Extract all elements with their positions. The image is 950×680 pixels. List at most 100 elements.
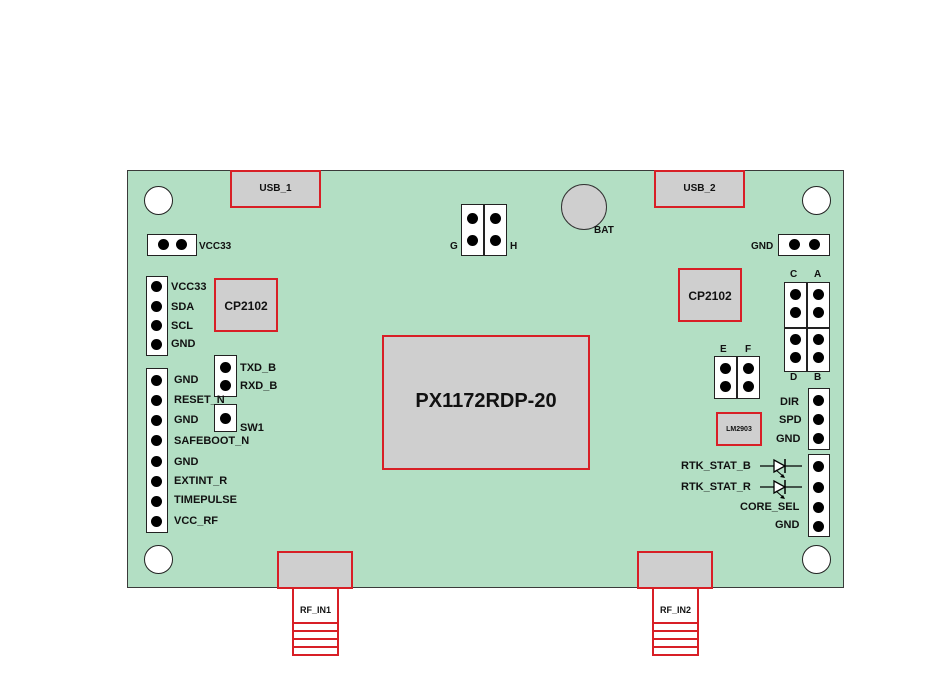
jumper-h-label: H (510, 242, 517, 252)
status-pin-label: RTK_STAT_B (681, 461, 751, 472)
pin (790, 307, 801, 318)
i2c-pin-label: GND (171, 339, 195, 350)
pin (220, 380, 231, 391)
pin (151, 320, 162, 331)
pin (151, 415, 162, 426)
rf-in2-line (652, 646, 699, 648)
pin (151, 395, 162, 406)
pin (790, 289, 801, 300)
mounting-hole-top-right (802, 186, 831, 215)
status-pin-label: GND (775, 520, 799, 531)
pin (813, 334, 824, 345)
rf-in2-connector (637, 551, 713, 589)
io-pin-label: GND (174, 415, 198, 426)
rf-in1-line (292, 638, 339, 640)
rf-in1-line (292, 646, 339, 648)
pin (151, 375, 162, 386)
uart-pin-label: RXD_B (240, 381, 277, 392)
pin (467, 235, 478, 246)
jumper-f-label: F (745, 345, 751, 355)
jumper-e-label: E (720, 345, 727, 355)
i2c-pin-label: SDA (171, 302, 194, 313)
pin (176, 239, 187, 250)
pin (220, 362, 231, 373)
pin (813, 433, 824, 444)
pin (813, 307, 824, 318)
pin (809, 239, 820, 250)
jumper-g-label: G (450, 242, 458, 252)
pin (490, 213, 501, 224)
rf-in1-label: RF_IN1 (292, 606, 339, 615)
vcc33-header-label: VCC33 (199, 242, 231, 252)
io-header (146, 368, 168, 533)
pin (790, 334, 801, 345)
io-pin-label: GND (174, 457, 198, 468)
jumper-abcd-hdivider (785, 327, 829, 329)
io-pin-label: TIMEPULSE (174, 495, 237, 506)
pin (790, 352, 801, 363)
pin (813, 502, 824, 513)
pin (151, 516, 162, 527)
pin (158, 239, 169, 250)
pin (151, 496, 162, 507)
rf-in2-line (652, 622, 699, 624)
jumper-c-label: C (790, 270, 797, 280)
rf-in1-line (292, 622, 339, 624)
vcc33-header (147, 234, 197, 256)
jumper-gh-divider (483, 205, 485, 255)
rf-in2-line (652, 654, 699, 656)
pin (720, 363, 731, 374)
switch-sw1 (214, 404, 237, 432)
battery-label: BAT (594, 226, 614, 236)
pin (743, 363, 754, 374)
switch-sw1-label: SW1 (240, 423, 264, 434)
io-pin-label: EXTINT_R (174, 476, 227, 487)
rf-in1-line (292, 654, 339, 656)
jumper-ef (714, 356, 760, 399)
battery-holder (561, 184, 607, 230)
pin (743, 381, 754, 392)
speed-pin-label: DIR (780, 397, 799, 408)
pin (789, 239, 800, 250)
pin (813, 414, 824, 425)
io-pin-label: RESET_N (174, 395, 225, 406)
pin (813, 289, 824, 300)
rf-in2-line (652, 638, 699, 640)
gnss-module-label: PX1172RDP-20 (382, 390, 590, 413)
rf-in2-label: RF_IN2 (652, 606, 699, 615)
pin (813, 482, 824, 493)
speed-pin-label: GND (776, 434, 800, 445)
mounting-hole-top-left (144, 186, 173, 215)
jumper-ef-divider (736, 357, 738, 398)
gnd-header (778, 234, 830, 256)
lm2903-label: LM2903 (716, 426, 762, 433)
status-pin-label: CORE_SEL (740, 502, 799, 513)
pin (151, 435, 162, 446)
pin (467, 213, 478, 224)
usb-2-label: USB_2 (654, 184, 745, 194)
usb-1-label: USB_1 (230, 184, 321, 194)
io-pin-label: VCC_RF (174, 516, 218, 527)
pin (490, 235, 501, 246)
led-rtk-stat-r-icon (760, 480, 802, 499)
cp2102-left-label: CP2102 (214, 300, 278, 312)
speed-header (808, 388, 830, 450)
mounting-hole-bottom-left (144, 545, 173, 574)
i2c-pin-label: SCL (171, 321, 193, 332)
rf-in2-line (652, 630, 699, 632)
rf-in1-connector (277, 551, 353, 589)
uart-header (214, 355, 237, 397)
jumper-abcd (784, 282, 830, 372)
pin (151, 476, 162, 487)
pin (151, 456, 162, 467)
rf-in1-line (292, 630, 339, 632)
io-pin-label: GND (174, 375, 198, 386)
i2c-header (146, 276, 168, 356)
speed-pin-label: SPD (779, 415, 802, 426)
pin (720, 381, 731, 392)
uart-pin-label: TXD_B (240, 363, 276, 374)
pin (220, 413, 231, 424)
pin (813, 395, 824, 406)
mounting-hole-bottom-right (802, 545, 831, 574)
pin (813, 352, 824, 363)
